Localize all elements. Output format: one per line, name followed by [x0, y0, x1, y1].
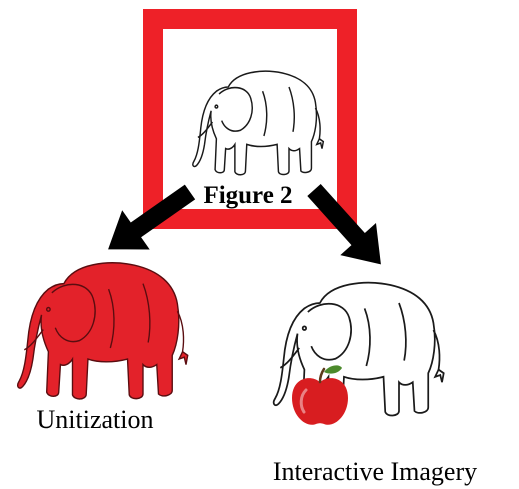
figure-label: Figure 2 — [203, 182, 292, 209]
apple-icon — [292, 365, 348, 425]
interactive-imagery-label: Interactive Imagery — [273, 457, 477, 486]
elephant-red-filled-icon — [16, 262, 189, 400]
unitization-label: Unitization — [37, 405, 154, 434]
